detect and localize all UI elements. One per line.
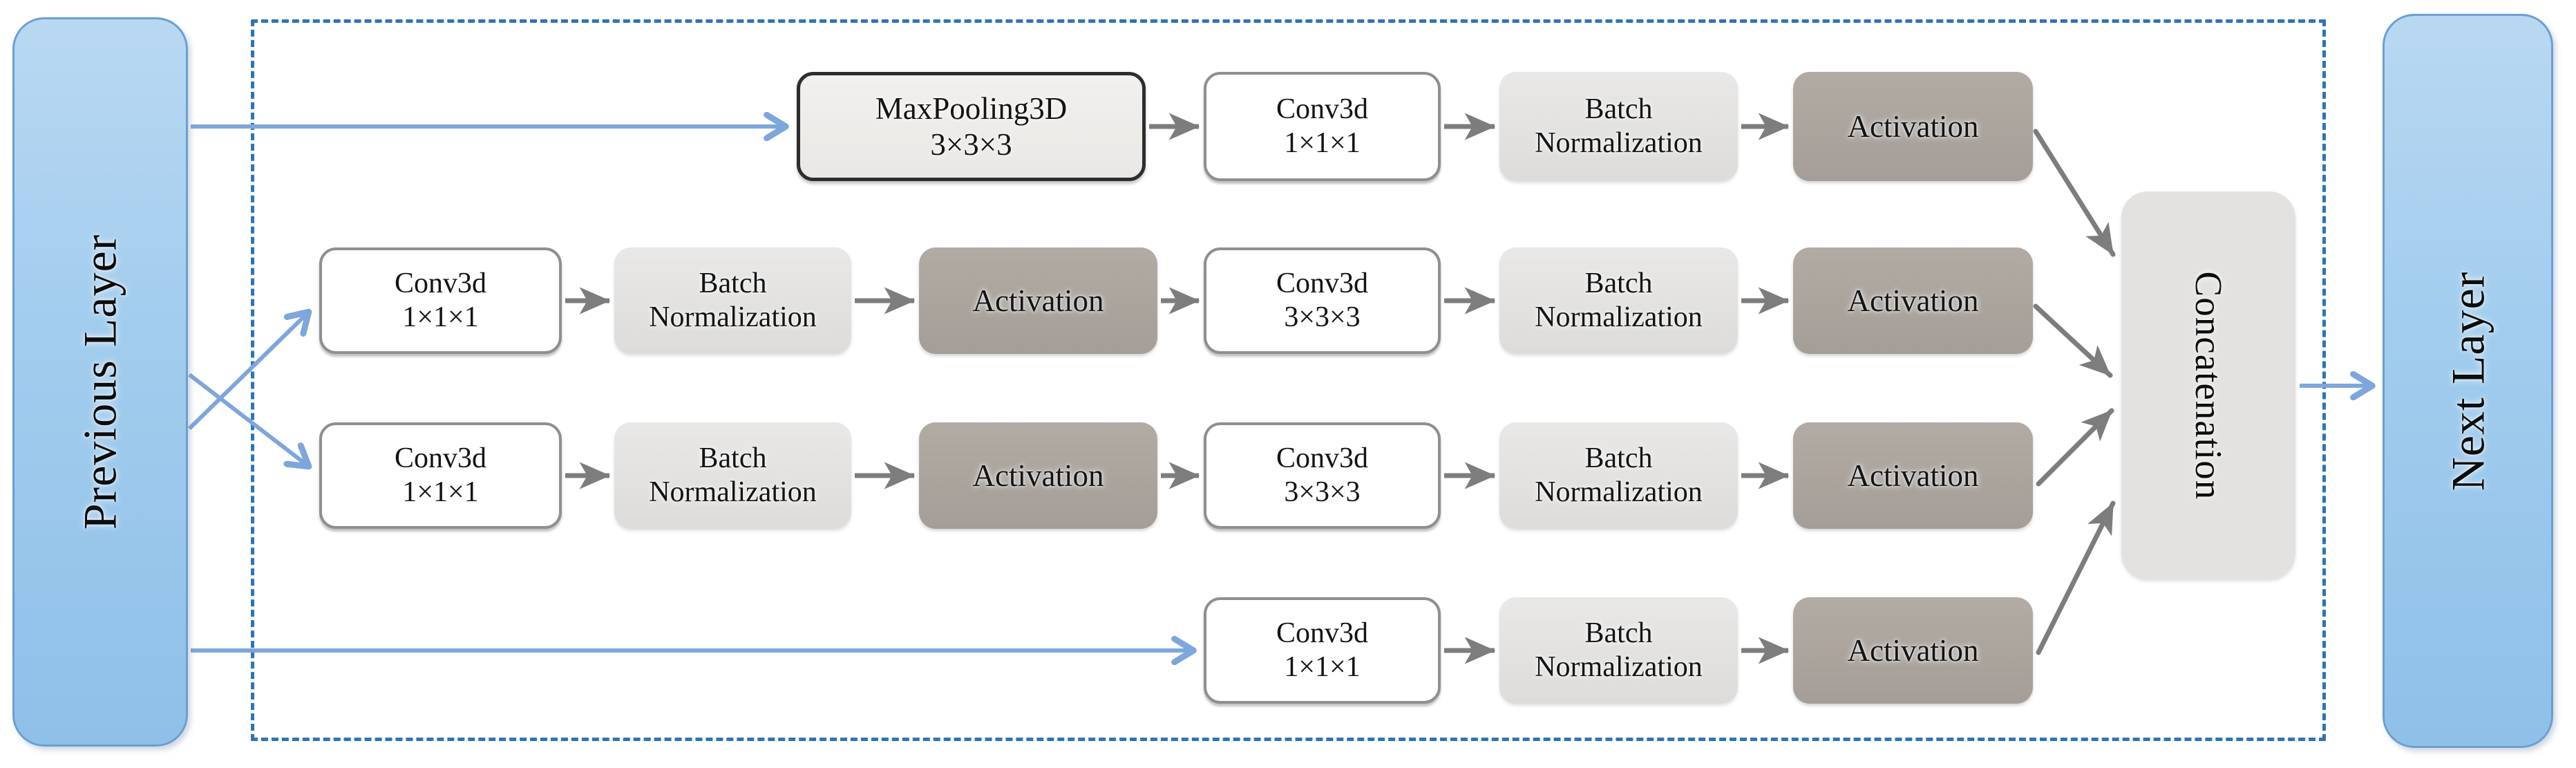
block-conv3d-1x1x1-r4: Conv3d 1×1×1 [1204,597,1441,704]
block-label: Conv3d [1276,93,1368,126]
block-label: Activation [972,283,1104,318]
block-label: Activation [1847,283,1979,318]
block-conv3d-3x3x3-r2: Conv3d 3×3×3 [1204,247,1441,354]
previous-layer-box: Previous Layer [12,17,188,747]
block-conv3d-1x1x1-r2: Conv3d 1×1×1 [319,247,562,354]
arrow-r4-to-concat [2036,500,2116,655]
concatenation-block: Concatenation [2121,191,2295,579]
block-batchnorm-r3b: Batch Normalization [1499,422,1738,529]
block-label: Activation [1847,458,1979,493]
block-batchnorm-r2a: Batch Normalization [614,247,851,354]
arrow-r2-to-concat [2033,303,2113,378]
block-label: Conv3d [394,442,486,475]
block-conv3d-1x1x1-r1: Conv3d 1×1×1 [1204,72,1441,181]
block-label: 1×1×1 [402,476,479,508]
block-label: Conv3d [1276,442,1368,475]
block-batchnorm-r1: Batch Normalization [1499,72,1738,181]
arrow-r3-to-concat [2036,408,2114,487]
block-batchnorm-r4: Batch Normalization [1499,597,1738,704]
block-label: Conv3d [1276,617,1368,650]
block-label: Activation [1847,109,1979,144]
module-dashed-border [251,19,2326,741]
block-label: Batch [1584,268,1653,300]
block-conv3d-3x3x3-r3: Conv3d 3×3×3 [1204,422,1441,529]
block-label: Activation [1847,633,1979,668]
block-activation-r2b: Activation [1793,247,2033,354]
block-label: 1×1×1 [1284,651,1361,683]
block-label: Conv3d [394,268,486,300]
arrow-prev-to-branch2 [187,312,308,431]
block-label: Normalization [1535,651,1703,683]
block-label: 1×1×1 [1284,127,1361,159]
block-label: Normalization [649,476,817,508]
block-label: Normalization [1535,476,1703,508]
block-label: MaxPooling3D [875,91,1068,126]
block-activation-r2a: Activation [919,247,1157,354]
block-label: Normalization [649,301,817,333]
concatenation-label: Concatenation [2187,271,2230,500]
block-activation-r1: Activation [1793,72,2033,181]
block-activation-r4: Activation [1793,597,2033,704]
block-label: Batch [1584,93,1653,126]
block-label: Batch [1584,442,1653,475]
block-label: Activation [972,458,1104,493]
block-label: Batch [1584,617,1653,650]
block-label: Normalization [1535,127,1703,159]
previous-layer-label: Previous Layer [73,234,126,530]
arrow-r1-to-concat [2033,129,2116,257]
block-conv3d-1x1x1-r3: Conv3d 1×1×1 [319,422,562,529]
block-label: 3×3×3 [1284,301,1361,333]
block-label: 3×3×3 [930,127,1012,162]
block-label: Normalization [1535,301,1703,333]
block-label: Batch [699,442,767,475]
block-maxpooling3d: MaxPooling3D 3×3×3 [797,72,1146,181]
block-label: 3×3×3 [1284,476,1361,508]
block-label: Batch [699,268,767,300]
block-label: 1×1×1 [402,301,479,333]
block-activation-r3b: Activation [1793,422,2033,529]
next-layer-label: Next Layer [2441,271,2494,491]
block-batchnorm-r3a: Batch Normalization [614,422,851,529]
arrow-prev-to-branch3 [188,373,308,466]
block-activation-r3a: Activation [919,422,1157,529]
next-layer-box: Next Layer [2383,14,2553,748]
block-label: Conv3d [1276,268,1368,300]
block-batchnorm-r2b: Batch Normalization [1499,247,1738,354]
